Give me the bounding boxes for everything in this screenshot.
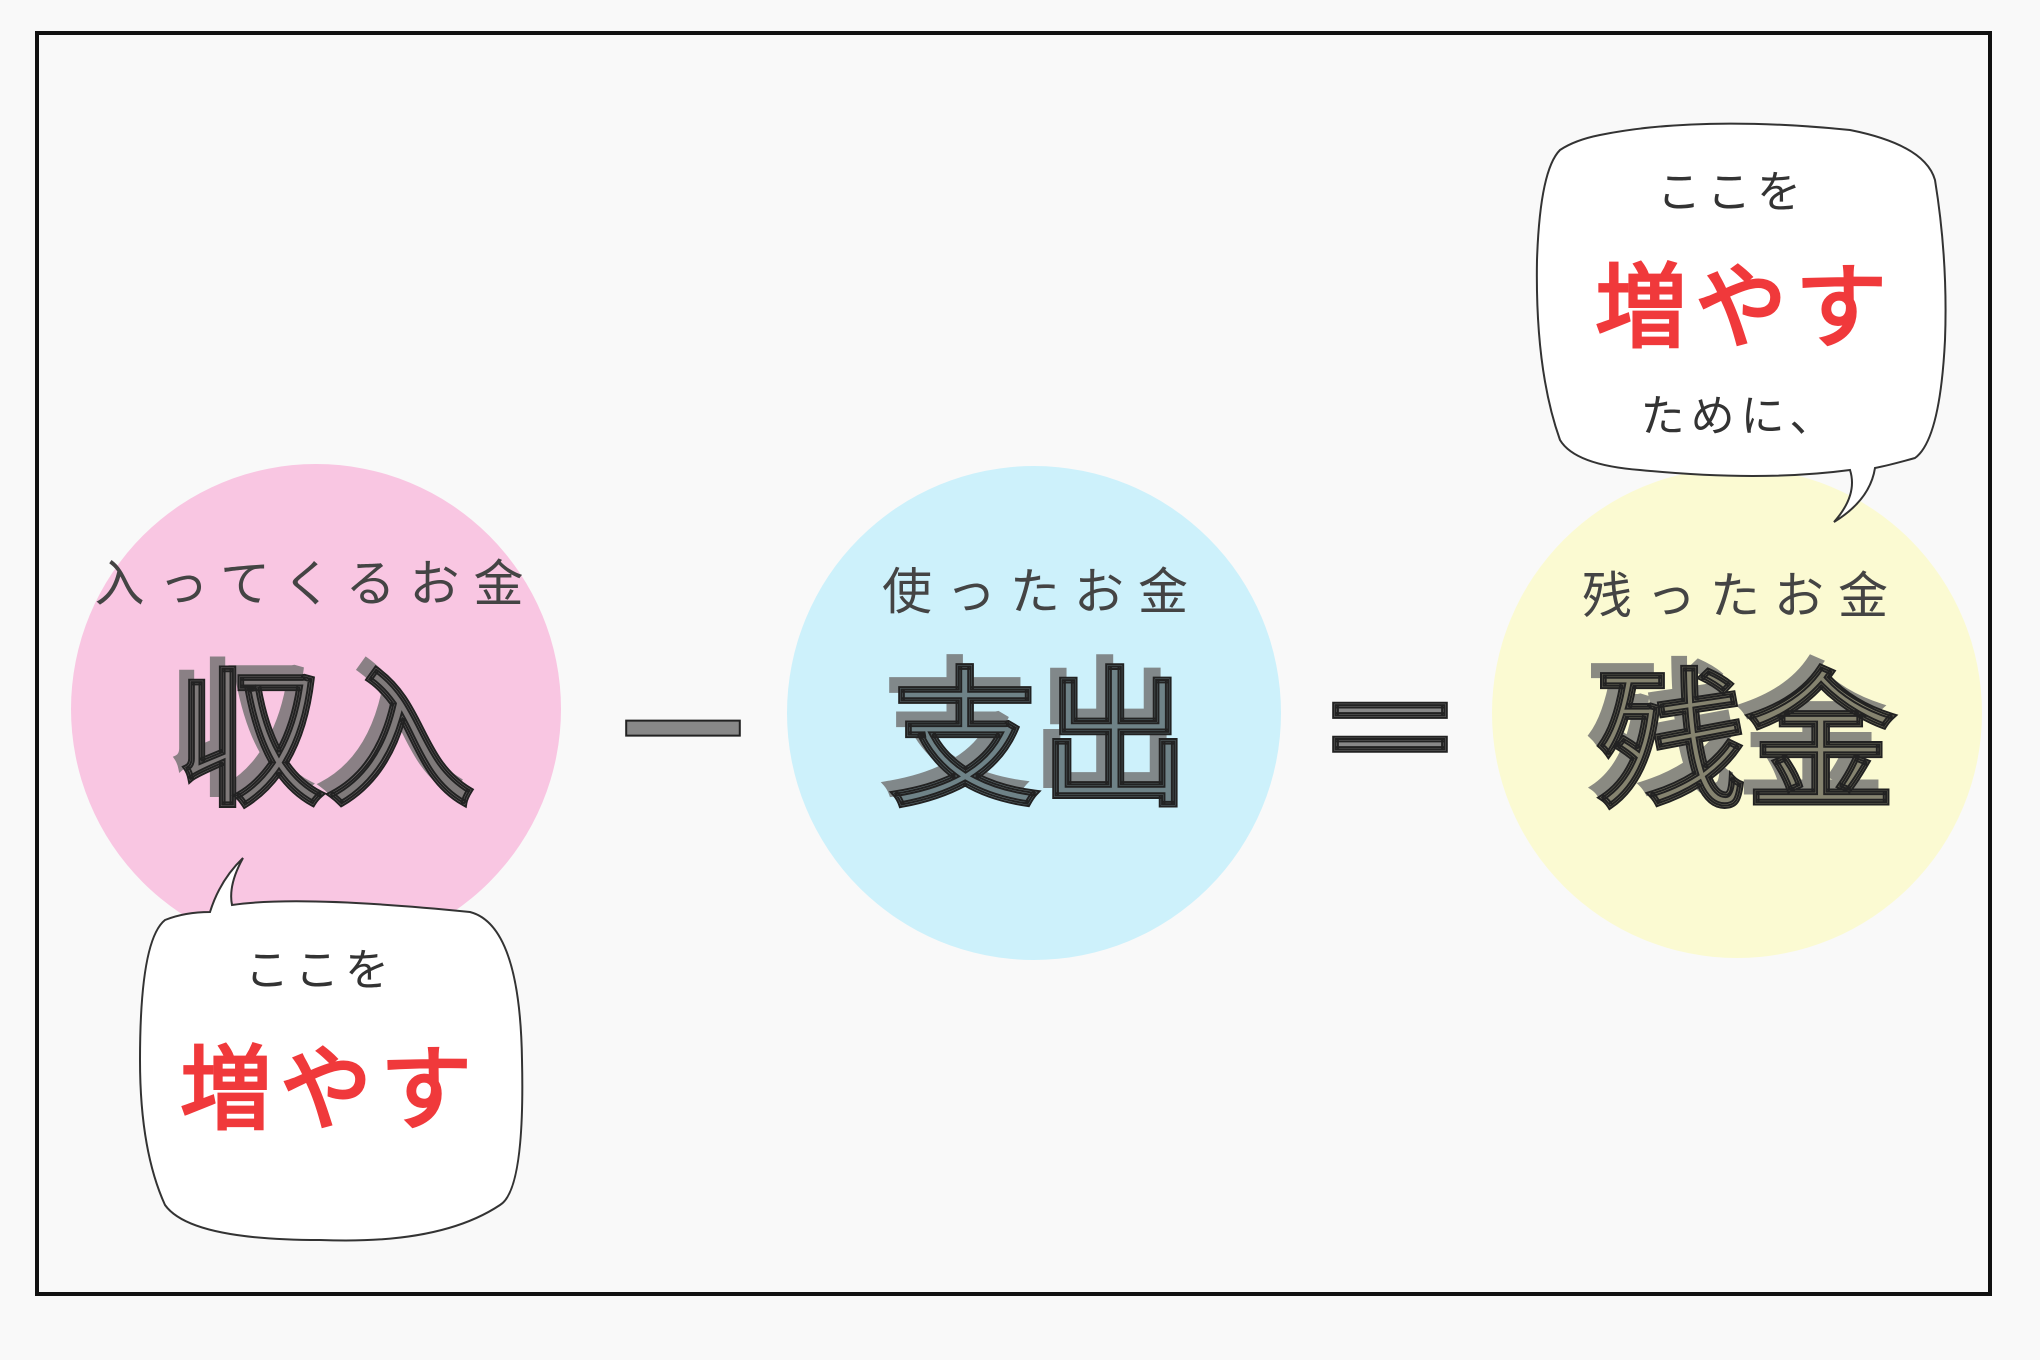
expense-caption: 使ったお金 (882, 563, 1202, 621)
income-caption: 入ってくるお金 (94, 555, 538, 613)
income-circle (71, 464, 561, 954)
speech-bubble-right (1535, 122, 1947, 523)
expense-term: 支出 (889, 654, 1191, 830)
income-term: 収入 (174, 654, 476, 830)
savings-circle (1492, 468, 1982, 958)
left-bubble-line2: 増やす (179, 1036, 481, 1144)
savings-term: 残金 (1595, 656, 1897, 832)
minus-sign: － (607, 646, 759, 822)
left-bubble-line1: ここを (245, 945, 395, 996)
expense-circle (787, 466, 1281, 960)
equals-sign: ＝ (1314, 646, 1466, 822)
right-bubble-line2: 増やす (1594, 254, 1896, 362)
speech-bubble-left (138, 857, 524, 1242)
right-bubble-line3: ために、 (1640, 391, 1840, 442)
savings-caption: 残ったお金 (1582, 567, 1902, 625)
right-bubble-line1: ここを (1657, 167, 1807, 218)
